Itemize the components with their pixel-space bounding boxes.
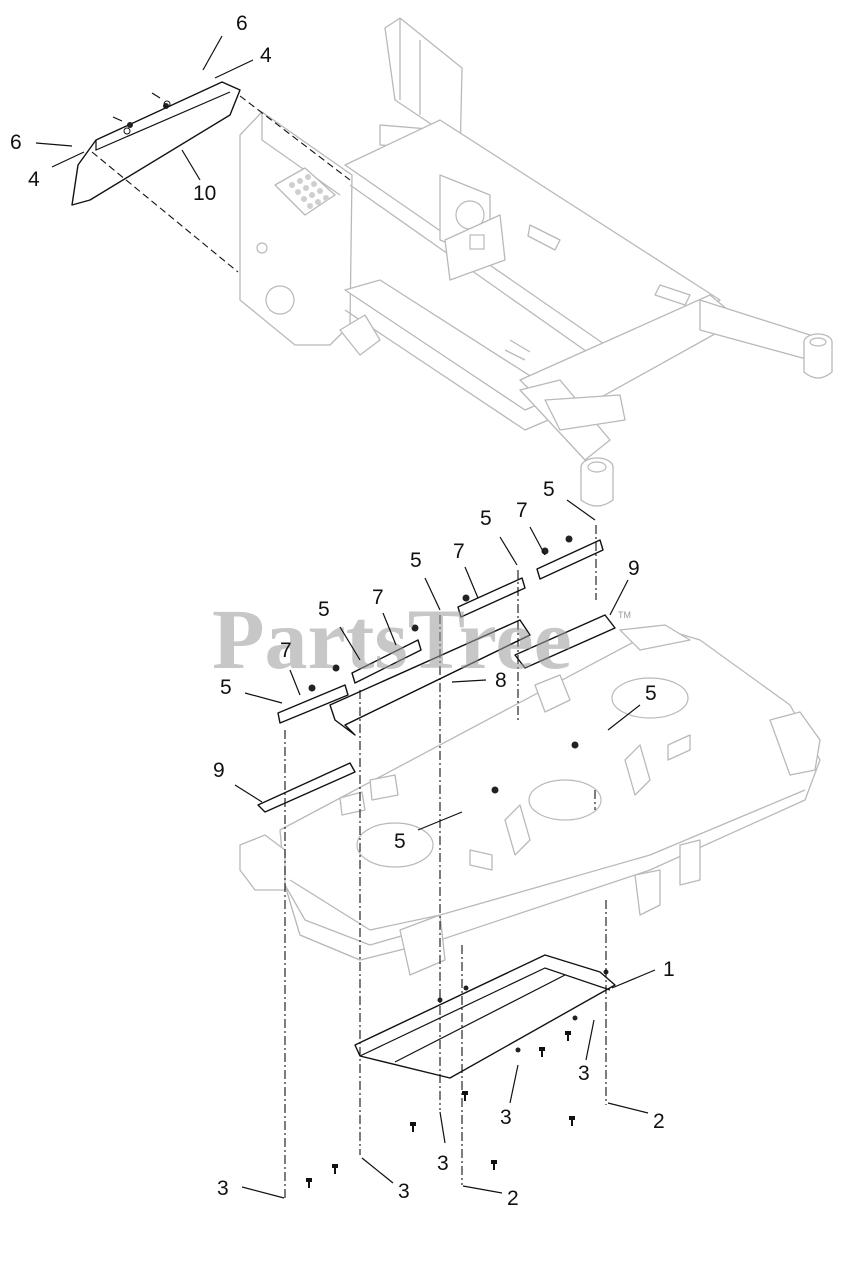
strips-part-9 (257, 614, 616, 813)
callout-leaders (35, 35, 656, 1199)
callout-5-d: 5 (318, 598, 330, 621)
callout-3-d: 3 (398, 1180, 410, 1203)
callout-10: 10 (193, 182, 216, 205)
callout-7-a: 7 (516, 499, 528, 522)
callout-6-left: 6 (10, 131, 22, 154)
callout-9-a: 9 (628, 557, 640, 580)
callout-3-c: 3 (437, 1152, 449, 1175)
callout-8: 8 (495, 669, 507, 692)
callout-2-right: 2 (653, 1110, 665, 1133)
callout-5-e: 5 (220, 676, 232, 699)
watermark-text: PartsTree (212, 591, 572, 687)
watermark-trademark: TM (618, 610, 631, 620)
callout-6-top: 6 (236, 12, 248, 35)
callout-5-a: 5 (543, 478, 555, 501)
alignment-lines (284, 525, 607, 1198)
callout-7-c: 7 (372, 586, 384, 609)
callout-1: 1 (663, 958, 675, 981)
baffle-part-1 (354, 954, 616, 1079)
callout-7-b: 7 (453, 540, 465, 563)
callout-5-c: 5 (410, 549, 422, 572)
callout-4-top: 4 (260, 44, 272, 67)
bolts (306, 1031, 575, 1188)
callout-4-left: 4 (28, 168, 40, 191)
callout-5-g: 5 (394, 830, 406, 853)
callout-labels: 6 4 6 4 10 5 5 7 5 7 9 5 7 7 8 5 5 9 5 1… (10, 12, 675, 1210)
traction-frame (239, 17, 833, 507)
mower-deck (239, 535, 821, 976)
callout-9-b: 9 (213, 759, 225, 782)
channel-part-8 (329, 619, 531, 736)
callout-3-b: 3 (500, 1106, 512, 1129)
callout-5-f: 5 (645, 682, 657, 705)
callout-3-a: 3 (578, 1062, 590, 1085)
shield-part-10 (71, 81, 241, 206)
plates-part-7 (277, 539, 604, 724)
callout-5-b: 5 (480, 507, 492, 530)
callout-3-e: 3 (217, 1177, 229, 1200)
callout-2-bottom: 2 (507, 1187, 519, 1210)
callout-7-d: 7 (280, 639, 292, 662)
